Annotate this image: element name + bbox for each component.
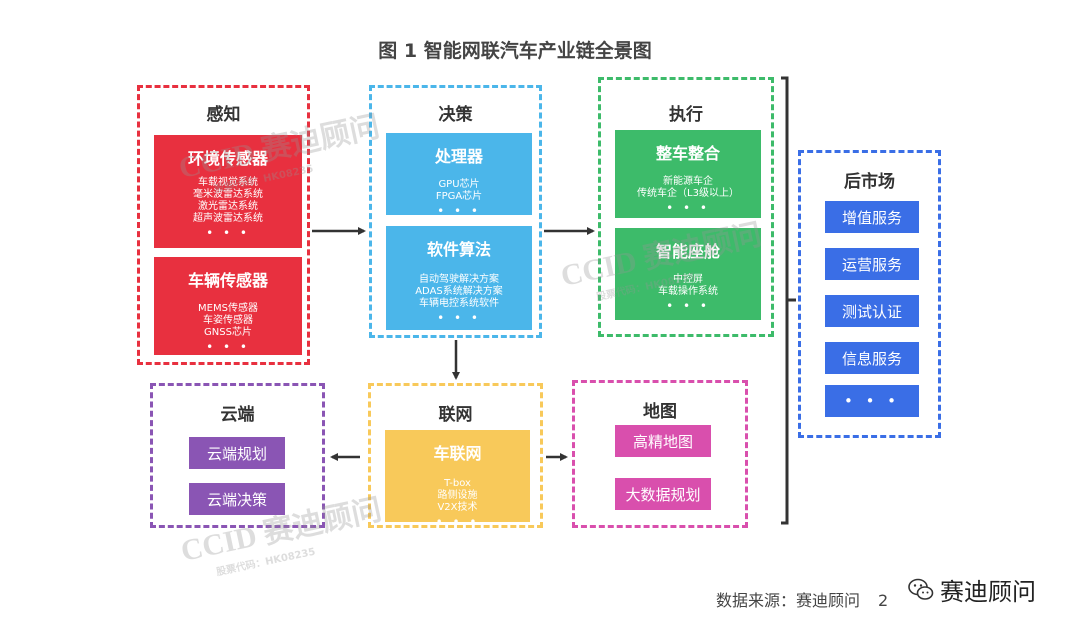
card-item: 自动驾驶解决方案	[419, 274, 499, 285]
card-item: 车载操作系统	[658, 286, 718, 297]
card-title: 软件算法	[426, 240, 491, 259]
group-map-label: 地图	[643, 402, 677, 422]
pill-big-data-planning: 大数据规划	[615, 478, 711, 510]
card-item: GPU芯片	[438, 179, 480, 190]
card-item: 激光雷达系统	[198, 201, 258, 212]
card-item: T-box	[444, 478, 471, 489]
pill-cloud-decision: 云端决策	[189, 483, 285, 515]
wechat-account: 赛迪顾问	[908, 572, 1036, 607]
pill-more: • • •	[825, 385, 919, 417]
group-execution-label: 执行	[669, 105, 703, 125]
group-cloud: 云端 云端规划 云端决策	[150, 383, 325, 528]
group-cloud-label: 云端	[220, 405, 255, 425]
card-vehicle-sensor: 车辆传感器 MEMS传感器 车姿传感器 GNSS芯片 • • •	[154, 257, 302, 355]
group-aftermarket-label: 后市场	[844, 172, 895, 192]
card-item: 超声波雷达系统	[193, 213, 263, 224]
more-dots: • • •	[437, 204, 481, 218]
card-title: 智能座舱	[655, 242, 720, 261]
card-item: 车辆电控系统软件	[419, 298, 499, 309]
card-item: 车姿传感器	[203, 315, 253, 326]
card-item: MEMS传感器	[198, 303, 258, 314]
more-dots: • • •	[435, 515, 480, 529]
card-title: 整车整合	[655, 144, 720, 163]
card-item: 毫米波雷达系统	[193, 189, 263, 200]
card-item: FPGA芯片	[435, 191, 483, 202]
more-dots: • • •	[666, 299, 710, 313]
card-item: ADAS系统解决方案	[415, 286, 503, 297]
group-perception-label: 感知	[206, 105, 241, 125]
group-execution: 执行 整车整合 新能源车企 传统车企（L3级以上） • • • 智能座舱 中控屏…	[598, 77, 774, 337]
card-software-algorithm: 软件算法 自动驾驶解决方案 ADAS系统解决方案 车辆电控系统软件 • • •	[386, 226, 532, 330]
group-aftermarket: 后市场 增值服务 运营服务 测试认证 信息服务 • • •	[798, 150, 941, 438]
card-item: GNSS芯片	[204, 327, 252, 338]
card-item: 路侧设施	[437, 490, 478, 501]
more-dots: • • •	[206, 340, 250, 354]
more-dots: • • •	[666, 201, 710, 215]
group-map: 地图 高精地图 大数据规划	[572, 380, 748, 528]
card-title: 处理器	[434, 147, 483, 166]
card-environment-sensor: 环境传感器 车载视觉系统 毫米波雷达系统 激光雷达系统 超声波雷达系统 • • …	[154, 135, 302, 248]
more-dots: • • •	[437, 311, 481, 325]
card-smart-cockpit: 智能座舱 中控屏 车载操作系统 • • •	[615, 228, 761, 320]
card-connected-vehicle: 车联网 T-box 路侧设施 V2X技术 • • •	[385, 430, 530, 528]
card-item: 车载视觉系统	[198, 177, 258, 188]
wechat-label: 赛迪顾问	[940, 578, 1036, 606]
pill-value-added-service: 增值服务	[825, 201, 919, 233]
pill-hd-map: 高精地图	[615, 425, 711, 457]
group-decision-label: 决策	[438, 105, 473, 125]
group-decision: 决策 处理器 GPU芯片 FPGA芯片 • • • 软件算法 自动驾驶解决方案 …	[369, 85, 542, 338]
pill-operation-service: 运营服务	[825, 248, 919, 280]
pill-information-service: 信息服务	[825, 342, 919, 374]
card-title: 车辆传感器	[187, 271, 268, 290]
bracket-to-aftermarket	[781, 76, 789, 525]
card-item: V2X技术	[437, 502, 478, 513]
pill-test-certification: 测试认证	[825, 295, 919, 327]
card-vehicle-integration: 整车整合 新能源车企 传统车企（L3级以上） • • •	[615, 130, 761, 218]
group-perception: 感知 环境传感器 车载视觉系统 毫米波雷达系统 激光雷达系统 超声波雷达系统 •…	[137, 85, 310, 365]
card-item: 传统车企（L3级以上）	[637, 188, 739, 199]
card-title: 环境传感器	[187, 149, 268, 168]
card-processor: 处理器 GPU芯片 FPGA芯片 • • •	[386, 133, 532, 218]
more-dots: • • •	[206, 226, 250, 240]
wechat-icon	[908, 578, 934, 600]
card-title: 车联网	[433, 444, 482, 463]
pill-cloud-planning: 云端规划	[189, 437, 285, 469]
group-network-label: 联网	[438, 405, 473, 425]
card-item: 中控屏	[673, 274, 703, 285]
diagram-title: 图 1 智能网联汽车产业链全景图	[378, 40, 652, 62]
group-network: 联网 车联网 T-box 路侧设施 V2X技术 • • •	[368, 383, 543, 528]
card-item: 新能源车企	[663, 176, 713, 187]
